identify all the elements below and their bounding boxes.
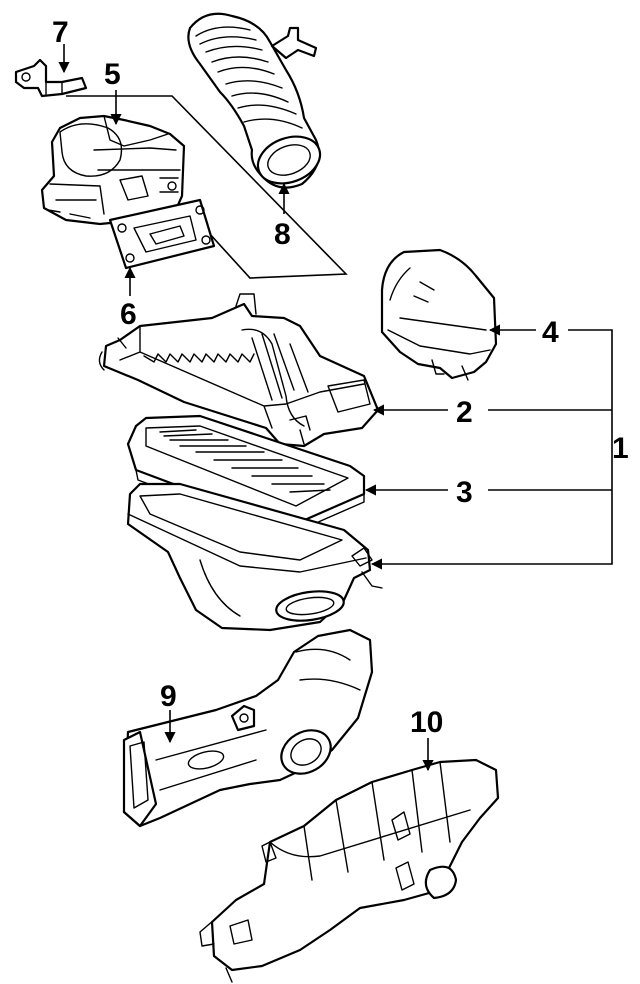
part-8-intake-hose: [187, 12, 322, 189]
callout-6: 6: [120, 298, 137, 331]
part-10-resonator: [199, 758, 500, 983]
callout-3: 3: [456, 476, 473, 509]
part-2-upper-case: [98, 293, 380, 448]
part-3-filter: [126, 414, 366, 535]
part-5-air-flow-meter: [40, 114, 186, 226]
callout-labels: 7 5 6 8 4 2 3 1 9 10: [52, 16, 629, 739]
leader-lines: [58, 44, 613, 772]
callout-5: 5: [104, 58, 121, 91]
part-6-gasket: [108, 198, 216, 270]
part-1-lower-case: [126, 482, 383, 632]
callout-4: 4: [542, 316, 559, 349]
part-4-cover: [380, 248, 498, 381]
callout-8: 8: [274, 218, 291, 251]
callout-7: 7: [52, 16, 69, 49]
part-9-intake-duct: [122, 628, 374, 828]
assembly-frame: [66, 95, 348, 279]
callout-2: 2: [456, 396, 473, 429]
callout-10: 10: [410, 706, 443, 739]
callout-9: 9: [160, 680, 177, 713]
leader-1-bracket: [370, 329, 613, 570]
callout-1: 1: [612, 432, 629, 465]
part-7-sensor: [14, 58, 88, 98]
